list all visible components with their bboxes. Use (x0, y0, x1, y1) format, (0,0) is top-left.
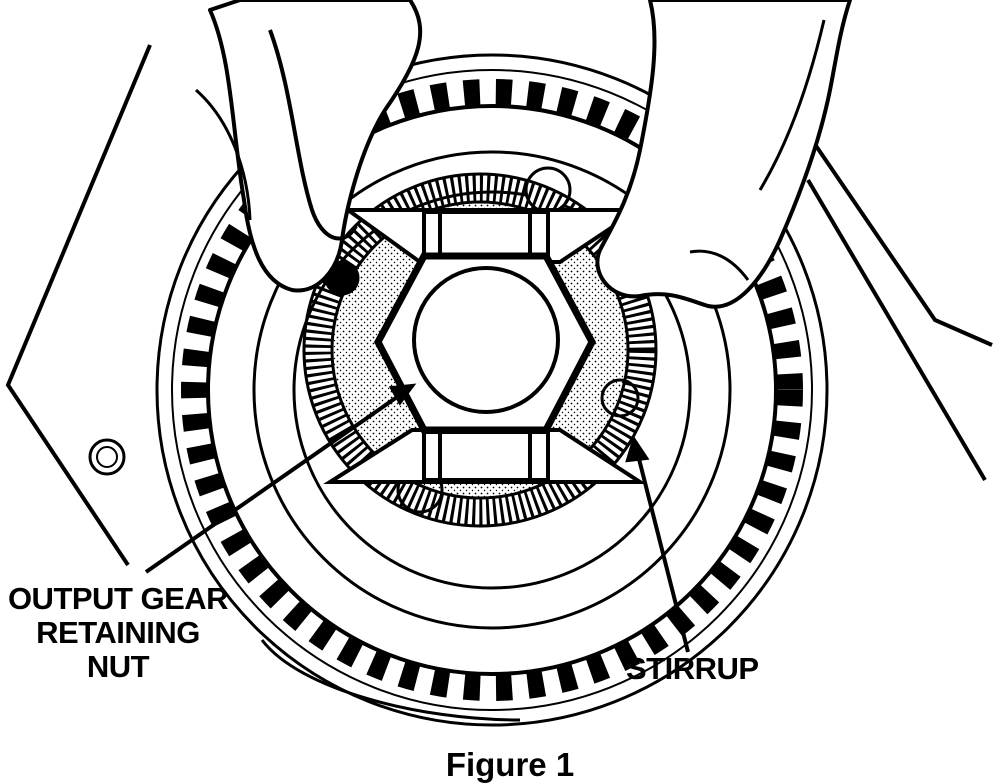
figure-caption-text: Figure 1 (445, 746, 575, 783)
output-gear-retaining-nut (374, 252, 596, 434)
housing (5, 44, 993, 722)
label-line: NUT (86, 649, 150, 684)
housing-rings (155, 53, 829, 727)
output-gear-retaining-nut-label: OUTPUT GEAR RETAINING NUT (0, 582, 236, 684)
stirrup-label: STIRRUP (626, 651, 759, 686)
leader-lines (144, 383, 690, 653)
figure-caption: Figure 1 (0, 746, 1008, 784)
stirrup (323, 208, 647, 484)
label-line: OUTPUT GEAR (7, 581, 229, 616)
hands (195, 0, 852, 309)
label-line: RETAINING (36, 615, 200, 650)
